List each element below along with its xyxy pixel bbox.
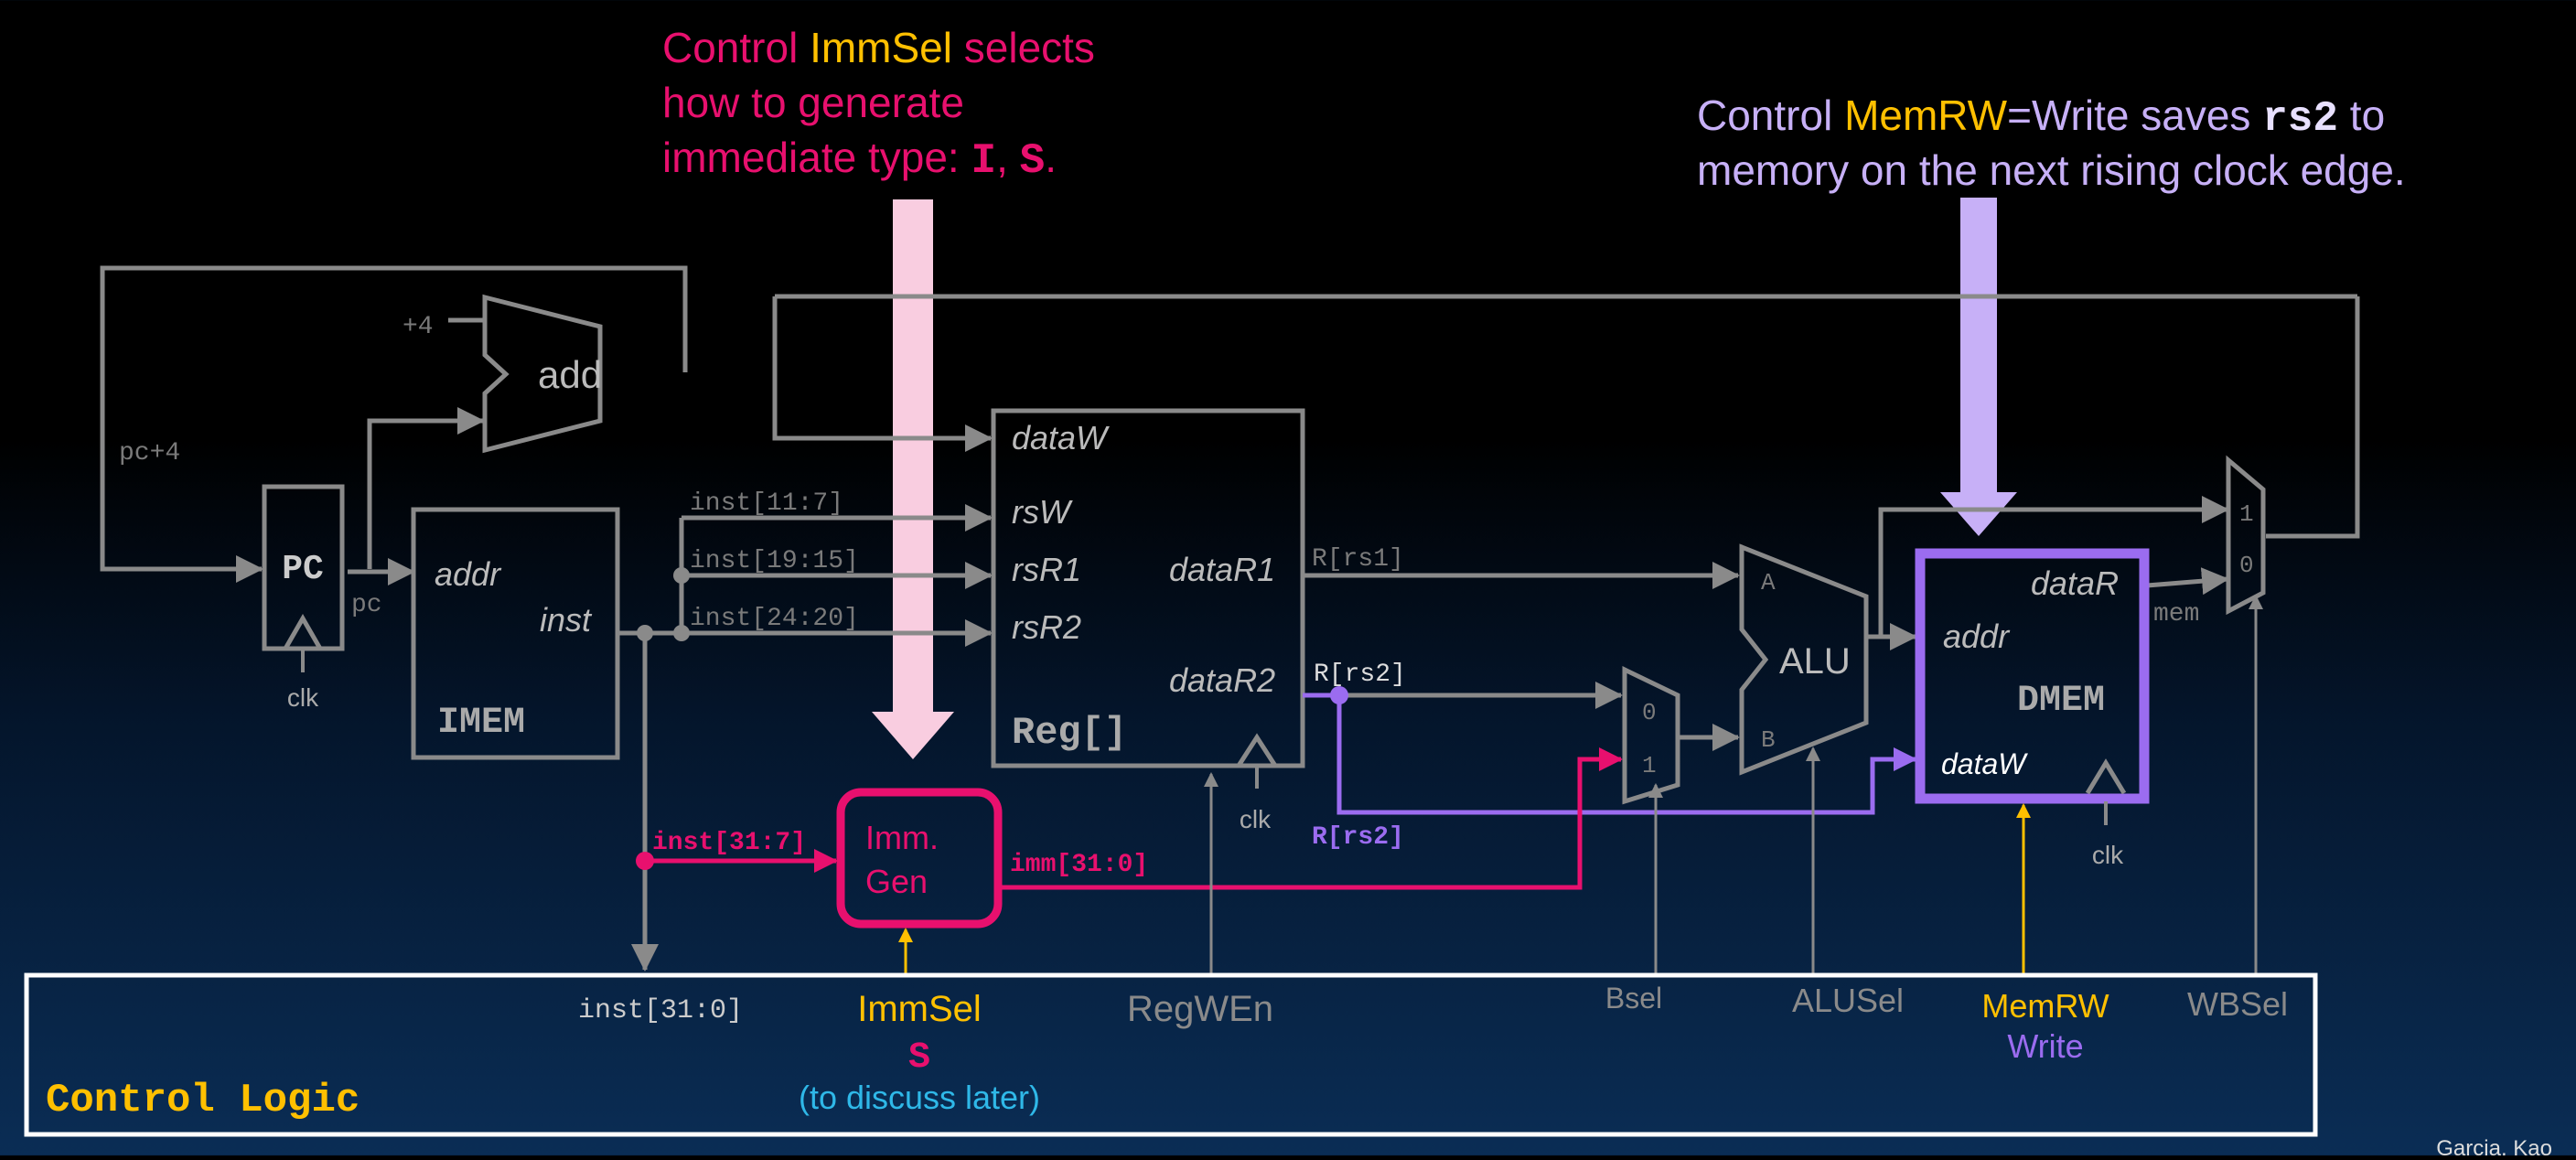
- imem-title: IMEM: [437, 703, 525, 744]
- footer-credit: Garcia, Kao: [2436, 1136, 2552, 1155]
- bsel-in0: 0: [1642, 699, 1657, 726]
- rs2-to-dmem-wire: [1303, 693, 1917, 815]
- reg-rsr2-label: rsR2: [1012, 608, 1081, 646]
- inst-24-20-label: inst[24:20]: [690, 605, 859, 633]
- pc-adder-wires: [100, 265, 688, 585]
- inst-11-7-label: inst[11:7]: [690, 489, 843, 518]
- svg-text:immediate type: I, S.: immediate type: I, S.: [662, 134, 1057, 185]
- wb-mux: [2226, 455, 2266, 616]
- dmem-addr-label: addr: [1943, 618, 2011, 655]
- plus4-label: +4: [402, 313, 434, 341]
- alu-b-label: B: [1761, 726, 1776, 754]
- adder-shape: [482, 294, 603, 454]
- immsel-big-arrow: [872, 199, 954, 759]
- mem-wire-label: mem: [2153, 600, 2199, 628]
- regwen-label: RegWEn: [1127, 989, 1273, 1029]
- alu-shape: [1739, 543, 1869, 776]
- alu-label: ALU: [1779, 641, 1851, 682]
- imem-addr-label: addr: [435, 555, 502, 593]
- bsel-label: Bsel: [1605, 982, 1662, 1015]
- control-logic-box: [24, 972, 2318, 1137]
- bsel-mux: [1622, 666, 1680, 805]
- pc-clk-triangle: [283, 613, 323, 650]
- memrw-big-arrow: [1940, 198, 2017, 536]
- inst-31-7-label: inst[31:7]: [652, 829, 806, 857]
- control-inst-label: inst[31:0]: [578, 995, 743, 1026]
- wbsel-label: WBSel: [2187, 985, 2288, 1023]
- alusel-label: ALUSel: [1792, 982, 1904, 1019]
- pc-wire-label: pc: [351, 591, 382, 619]
- memrw-annotation: Control MemRW=Write saves rs2 to memory …: [1697, 91, 2406, 194]
- wb-in1: 1: [2239, 500, 2254, 528]
- svg-text:memory on the next rising cloc: memory on the next rising clock edge.: [1697, 146, 2406, 194]
- svg-text:Control ImmSel selects: Control ImmSel selects: [662, 24, 1095, 71]
- adder-label: add: [538, 353, 602, 396]
- dmem-dataw-label: dataW: [1941, 747, 2028, 780]
- immgen-label-2: Gen: [865, 863, 928, 900]
- dmem-clk-label: clk: [2092, 841, 2124, 869]
- immsel-note: (to discuss later): [799, 1079, 1040, 1116]
- pc-label: PC: [282, 550, 324, 589]
- reg-rsw-label: rsW: [1012, 493, 1073, 531]
- immsel-annotation: Control ImmSel selects how to generate i…: [662, 24, 1095, 185]
- bsel-in1: 1: [1642, 752, 1657, 779]
- alu-a-label: A: [1761, 569, 1776, 596]
- inst-19-15-label: inst[19:15]: [690, 547, 859, 575]
- svg-text:Control MemRW=Write saves rs2: Control MemRW=Write saves rs2 to: [1697, 91, 2385, 143]
- reg-title: Reg[]: [1012, 711, 1127, 755]
- imem-inst-label: inst: [540, 601, 593, 639]
- immsel-label: ImmSel: [857, 989, 982, 1029]
- dmem-title: DMEM: [2017, 681, 2105, 722]
- wb-in0: 0: [2239, 552, 2254, 579]
- memrw-label: MemRW: [1981, 987, 2109, 1025]
- control-wires: [898, 595, 2263, 973]
- dmem-clk-triangle: [2085, 758, 2127, 795]
- reg-rsr1-label: rsR1: [1012, 551, 1081, 588]
- reg-datar1-label: dataR1: [1169, 551, 1275, 588]
- pc-clk-label: clk: [287, 683, 319, 712]
- immgen-label-1: Imm.: [865, 819, 939, 856]
- reg-datar2-label: dataR2: [1169, 661, 1275, 699]
- reg-clk-label: clk: [1240, 805, 1272, 833]
- imm-wire: [998, 747, 1623, 890]
- pc-plus4-label: pc+4: [119, 439, 180, 467]
- immgen-block[interactable]: [836, 788, 1003, 929]
- imm-31-0-label: imm[31:0]: [1010, 851, 1148, 879]
- dmem-block[interactable]: [1915, 548, 2150, 804]
- register-file: [991, 408, 1305, 768]
- control-logic-title: Control Logic: [46, 1078, 360, 1123]
- r-rs1-label: R[rs1]: [1312, 545, 1404, 574]
- reg-clk-triangle: [1236, 733, 1278, 768]
- svg-text:how to generate: how to generate: [662, 79, 964, 126]
- r-rs2-label: R[rs2]: [1314, 661, 1406, 689]
- alu-out-wires: [1866, 296, 2360, 650]
- memrw-value: Write: [2007, 1027, 2083, 1065]
- immsel-value: S: [908, 1037, 930, 1079]
- r-rs2-purple-label: R[rs2]: [1312, 823, 1404, 852]
- dmem-datar-label: dataR: [2031, 564, 2119, 602]
- reg-dataw-label: dataW: [1012, 419, 1110, 456]
